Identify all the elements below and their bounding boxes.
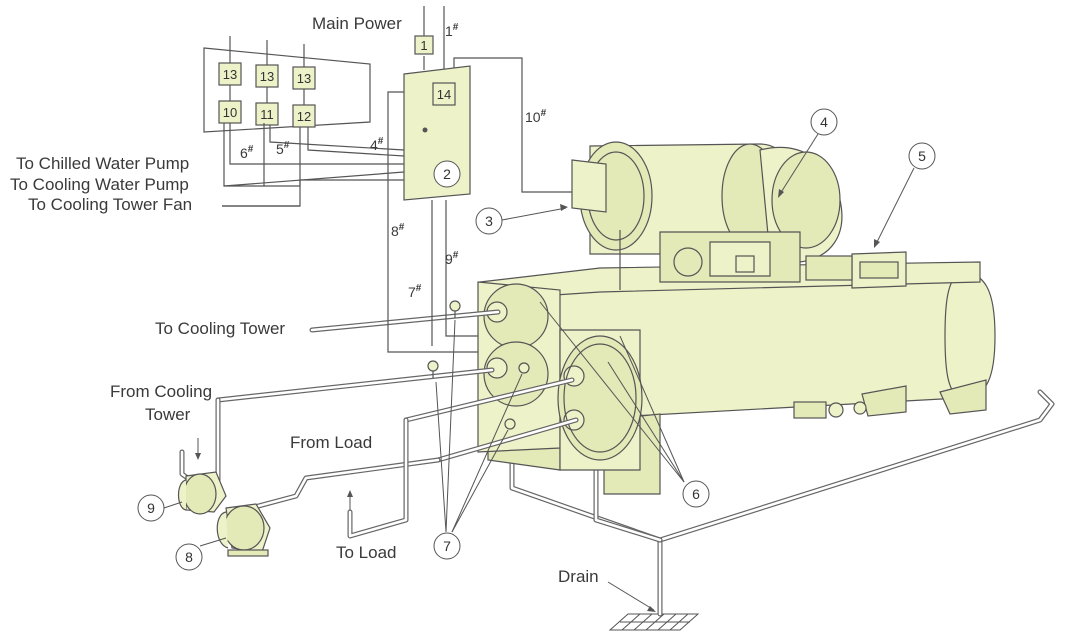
wire-5-label: 5# (276, 140, 290, 157)
drain-label: Drain (558, 567, 599, 586)
callout-2-label: 2 (443, 166, 451, 182)
starter-box-13b (255, 64, 279, 88)
starter-box-12-label: 12 (297, 109, 311, 124)
wire-7-label: 7# (408, 283, 422, 300)
control-wiring (222, 6, 572, 353)
callout-6: 6 (682, 480, 710, 508)
panel-box-14 (432, 82, 456, 106)
cooling-water-pump (177, 471, 227, 515)
wire-labels: 1# 10# 4# 5# 6# 8# 9# 7# (240, 22, 547, 300)
starter-box-10-label: 10 (223, 105, 237, 120)
panel-box-14-label: 14 (437, 87, 451, 102)
callout-7: 7 (433, 532, 461, 560)
leader-lines (163, 133, 915, 612)
callout-3: 3 (475, 207, 503, 235)
starter-box-11-label: 11 (260, 107, 274, 122)
chilled-water-pump (216, 503, 271, 557)
starter-box-13b-label: 13 (260, 69, 274, 84)
starter-panel-group: 13 13 13 10 11 12 (203, 36, 371, 133)
from-cooling-tower-label-line2: Tower (145, 405, 191, 424)
starter-box-13c (292, 66, 316, 90)
starter-box-13a-label: 13 (223, 67, 237, 82)
wire-6-label: 6# (240, 144, 254, 161)
pressure-gauges (427, 300, 530, 430)
diagram-labels: Main Power To Chilled Water Pump To Cool… (10, 14, 599, 586)
callout-2: 2 (433, 160, 461, 188)
callout-9: 9 (137, 494, 165, 522)
wire-4-label: 4# (370, 136, 384, 153)
callout-4: 4 (810, 108, 838, 136)
callout-6-label: 6 (692, 486, 700, 502)
callout-7-label: 7 (443, 538, 451, 554)
main-power-switch: 1 (414, 35, 434, 55)
to-cooling-tower-label: To Cooling Tower (155, 319, 285, 338)
callout-8: 8 (175, 543, 203, 571)
to-cooling-water-pump-label: To Cooling Water Pump (10, 175, 189, 194)
callout-5: 5 (908, 142, 936, 170)
to-cooling-tower-fan-label: To Cooling Tower Fan (28, 195, 192, 214)
from-load-label: From Load (290, 433, 372, 452)
starter-box-13c-label: 13 (297, 71, 311, 86)
wire-9-label: 9# (445, 250, 459, 267)
wire-10-label: 10# (525, 108, 547, 125)
to-chilled-water-pump-label: To Chilled Water Pump (16, 154, 189, 173)
wire-1-label: 1# (445, 22, 459, 39)
wire-8-label: 8# (391, 222, 405, 239)
starter-box-13a (218, 62, 242, 86)
drain-grate (608, 613, 700, 631)
main-power-box-label: 1 (420, 38, 427, 53)
to-load-label: To Load (336, 543, 397, 562)
callout-4-label: 4 (820, 114, 828, 130)
chiller-water-pipes (179, 309, 579, 539)
from-cooling-tower-label-line1: From Cooling (110, 382, 212, 401)
main-power-label: Main Power (312, 14, 402, 33)
starter-box-12 (292, 104, 316, 128)
callout-3-label: 3 (485, 213, 493, 229)
chiller-unit (477, 141, 996, 495)
callout-5-label: 5 (918, 148, 926, 164)
callout-8-label: 8 (185, 549, 193, 565)
starter-box-11 (255, 102, 279, 126)
callout-9-label: 9 (147, 500, 155, 516)
